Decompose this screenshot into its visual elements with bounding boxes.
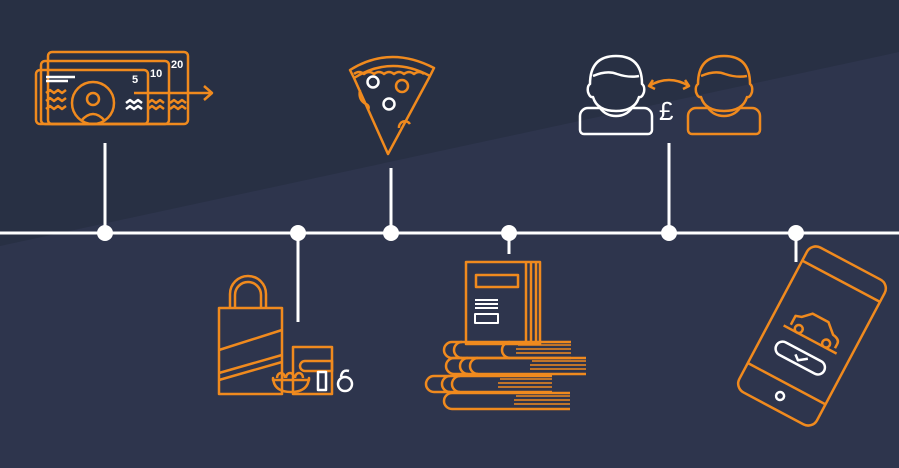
money-transfer-people-icon bbox=[578, 54, 762, 136]
person-receiver-icon bbox=[647, 54, 762, 136]
milestone-dot-5 bbox=[661, 225, 677, 241]
confirm-button-icon bbox=[774, 340, 827, 376]
currency-symbol: £ bbox=[659, 96, 674, 126]
milestone-dot-1 bbox=[97, 225, 113, 241]
milestone-dot-4 bbox=[501, 225, 517, 241]
milestone-dot-6 bbox=[788, 225, 804, 241]
pizza-slice-icon bbox=[348, 55, 436, 156]
shopping-bag-groceries-icon bbox=[217, 274, 354, 396]
note-5-label: 5 bbox=[132, 74, 138, 86]
books-stack-icon bbox=[424, 260, 586, 411]
note-20-label: 20 bbox=[171, 59, 183, 71]
note-10-label: 10 bbox=[150, 68, 162, 80]
person-sender-icon bbox=[578, 54, 654, 136]
timeline-dots bbox=[97, 225, 804, 241]
exchange-arrow-icon bbox=[648, 78, 690, 88]
banknote-labels: 5 10 20 bbox=[132, 59, 183, 86]
milestone-dot-3 bbox=[383, 225, 399, 241]
banknotes-icon bbox=[34, 50, 214, 126]
milestone-dot-2 bbox=[290, 225, 306, 241]
smartphone-car-booking-icon bbox=[736, 245, 888, 427]
background-dark-wedge bbox=[0, 0, 899, 246]
